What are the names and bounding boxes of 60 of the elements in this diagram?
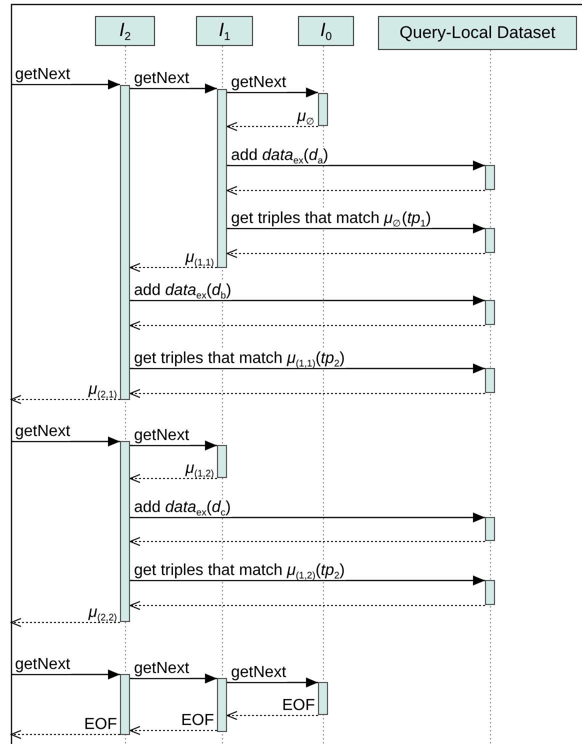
edge-label: getNext xyxy=(14,422,72,440)
edge-label: getNext xyxy=(133,426,190,444)
activation-bar xyxy=(318,93,328,126)
return-arrow xyxy=(130,263,218,272)
message-arrow xyxy=(11,80,120,90)
activation-bar xyxy=(485,300,495,325)
activation-bar xyxy=(485,368,495,393)
return-arrow xyxy=(10,730,120,739)
message-arrow xyxy=(227,678,318,688)
return-arrow xyxy=(130,389,486,398)
edge-label: getNext xyxy=(14,656,72,674)
activation-bar xyxy=(120,85,130,400)
edge-label: getNext xyxy=(230,664,288,682)
message-arrow xyxy=(130,440,217,450)
activation-bar xyxy=(217,89,227,268)
return-arrow xyxy=(226,186,486,195)
message-arrow xyxy=(130,512,485,522)
edge-label: get triples that match μ$_{(1,1)}$(tp$_{2}$) xyxy=(133,350,346,368)
return-arrow xyxy=(130,601,486,610)
return-arrow xyxy=(226,122,318,131)
return-arrow xyxy=(130,726,218,735)
lifeline-header: I$_{2}$ xyxy=(95,16,155,46)
message-arrow xyxy=(130,296,485,306)
message-arrow xyxy=(227,88,318,98)
edge-label: get triples that match μ$_{∅}$(tp$_{1}$) xyxy=(230,210,432,228)
return-arrow xyxy=(130,537,486,546)
message-arrow xyxy=(130,674,217,684)
return-arrow xyxy=(226,249,486,258)
lifeline-header: Query-Local Dataset xyxy=(378,16,577,50)
message-arrow xyxy=(11,670,120,680)
activation-bar xyxy=(217,445,227,478)
message-arrow xyxy=(130,364,485,374)
edge-label: getNext xyxy=(133,70,190,88)
activation-bar xyxy=(120,674,130,735)
message-arrow xyxy=(11,436,120,446)
activation-bar xyxy=(318,682,328,715)
edge-label: getNext xyxy=(133,660,190,678)
activation-bar xyxy=(485,165,495,190)
edge-label: getNext xyxy=(230,74,288,92)
lifeline-header: I$_{1}$ xyxy=(196,16,253,46)
return-arrow xyxy=(10,395,120,404)
message-arrow xyxy=(130,84,217,94)
message-arrow xyxy=(227,160,485,170)
activation-bar xyxy=(217,678,227,732)
message-arrow xyxy=(227,224,485,234)
activation-bar xyxy=(485,517,495,541)
edge-label: add data$_{ex}$(d$_{a}$) xyxy=(230,146,330,164)
return-arrow xyxy=(130,474,218,483)
edge-label: add data$_{ex}$(d$_{b}$) xyxy=(133,282,232,300)
return-arrow xyxy=(130,321,486,330)
activation-bar xyxy=(485,228,495,253)
return-arrow xyxy=(226,711,318,720)
edge-label: getNext xyxy=(14,66,72,84)
activation-bar xyxy=(485,580,495,605)
activation-bar xyxy=(120,441,130,622)
edge-label: get triples that match μ$_{(1,2)}$(tp$_{2}$) xyxy=(133,562,346,580)
lifeline-header: I$_{0}$ xyxy=(298,16,354,46)
message-arrow xyxy=(130,576,485,586)
edge-label: add data$_{ex}$(d$_{c}$) xyxy=(133,498,232,516)
return-arrow xyxy=(10,618,120,627)
